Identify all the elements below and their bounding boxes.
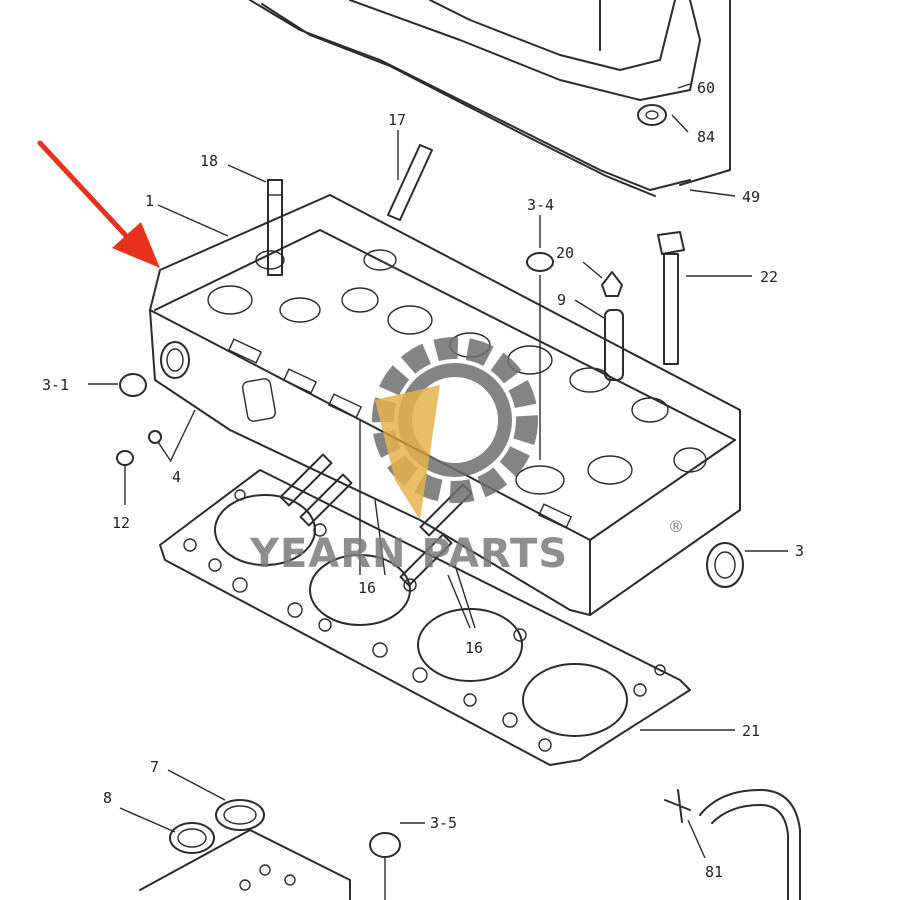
seal-ring-part-3	[706, 542, 744, 588]
label-part-60: 60	[697, 79, 715, 97]
label-part-12: 12	[112, 514, 130, 532]
label-part-81: 81	[705, 863, 723, 881]
label-part-9: 9	[557, 291, 566, 309]
stud-part-18	[267, 179, 283, 276]
red-pointer-arrow-icon	[37, 140, 160, 268]
bolt-part-22	[657, 231, 685, 365]
label-part-3-1: 3-1	[42, 376, 69, 394]
label-part-84: 84	[697, 128, 715, 146]
seal-washer-part-84	[637, 104, 667, 126]
plug-part-12	[116, 450, 134, 466]
plug-part-3-4	[526, 252, 554, 460]
label-part-7: 7	[150, 758, 159, 776]
label-part-18: 18	[200, 152, 218, 170]
plug-part-3-1	[119, 373, 147, 397]
watermark-logo: YEARN PARTS ®	[249, 337, 684, 577]
clip-part-4	[148, 430, 171, 461]
hose-part-81	[664, 789, 801, 900]
label-part-20: 20	[556, 244, 574, 262]
injector-part-17	[387, 144, 433, 221]
label-part-17: 17	[388, 111, 406, 129]
valve-cover-part-60	[249, 0, 731, 197]
label-part-3: 3	[795, 542, 804, 560]
watermark-registered-mark: ®	[668, 517, 684, 536]
label-part-8: 8	[103, 789, 112, 807]
label-part-4: 4	[172, 468, 181, 486]
label-part-1: 1	[145, 192, 154, 210]
label-part-22: 22	[760, 268, 778, 286]
cap-part-20	[601, 271, 623, 297]
head-gasket-part-21	[159, 469, 691, 766]
gasket-parts-7-8	[139, 799, 351, 900]
label-part-21: 21	[742, 722, 760, 740]
label-part-3-5: 3-5	[430, 814, 457, 832]
part-labels: 1 18 17 60 84 49 3-4 20 9 22 3-1 4 12 3 …	[42, 79, 804, 881]
label-part-3-4: 3-4	[527, 196, 554, 214]
label-part-16-upper: 16	[358, 579, 376, 597]
watermark-brand: YEARN PARTS	[249, 531, 568, 577]
label-part-16-lower: 16	[465, 639, 483, 657]
gold-emblem-icon	[375, 385, 440, 520]
leader-lines	[88, 83, 788, 859]
dowel-part-9	[604, 309, 624, 381]
plug-part-3-5	[369, 832, 401, 900]
label-part-49: 49	[742, 188, 760, 206]
